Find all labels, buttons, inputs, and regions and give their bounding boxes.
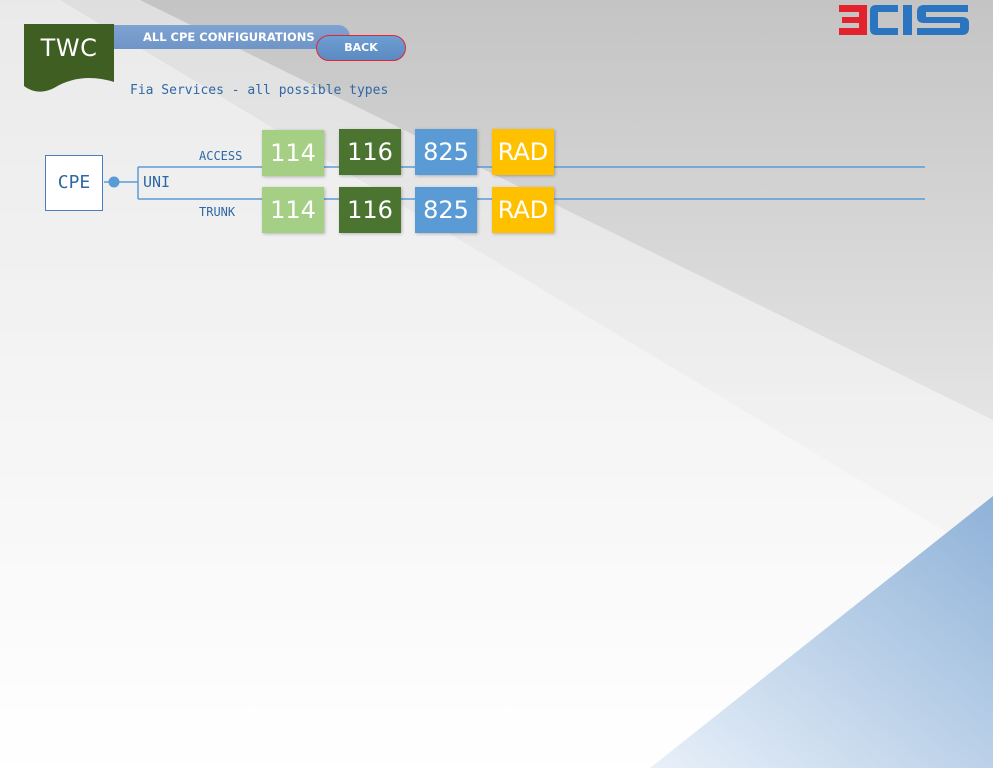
page-title: ALL CPE CONFIGURATIONS [143,30,315,44]
trunk-service-rad[interactable]: RAD [492,187,554,233]
brand-tab: TWC [24,24,114,94]
access-service-114[interactable]: 114 [262,130,324,176]
access-service-116[interactable]: 116 [339,129,401,175]
uni-label: UNI [143,173,171,191]
trunk-service-114[interactable]: 114 [262,187,324,233]
cpe-port-dot [108,176,120,188]
trunk-service-116[interactable]: 116 [339,187,401,233]
cpe-node[interactable]: CPE [45,155,103,211]
trunk-label: TRUNK [199,205,236,219]
trunk-service-825[interactable]: 825 [415,187,477,233]
back-button[interactable]: BACK [316,35,406,61]
brand-label: TWC [40,34,98,62]
access-service-rad[interactable]: RAD [492,129,554,175]
header-banner: ALL CPE CONFIGURATIONS [114,25,350,49]
brand-tab-shape [24,24,114,92]
page-subtitle: Fia Services - all possible types [130,83,389,98]
company-logo [839,5,969,35]
access-service-825[interactable]: 825 [415,129,477,175]
access-label: ACCESS [199,149,243,163]
